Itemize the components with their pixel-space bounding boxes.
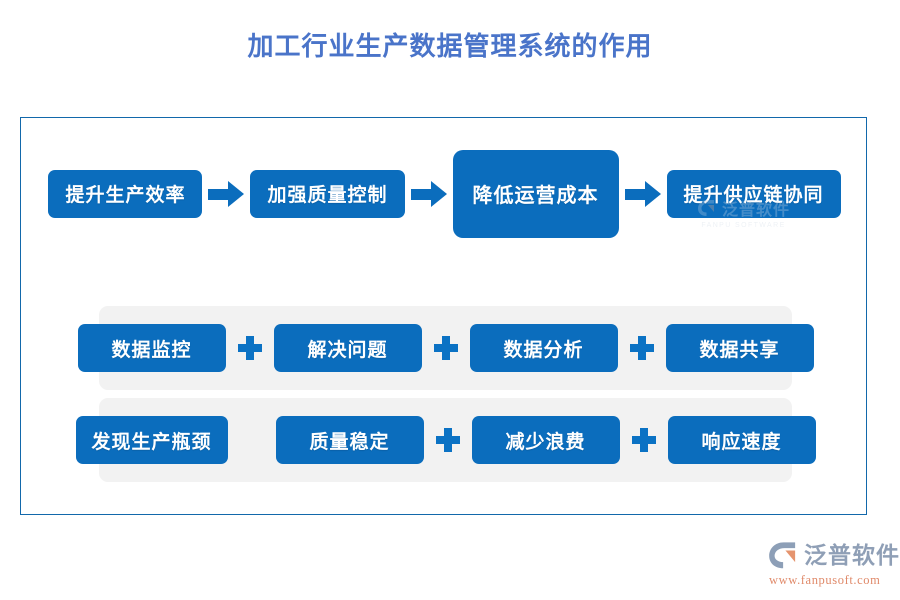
- brand-name-cn: 泛普软件: [804, 543, 900, 568]
- outcome-chip-4[interactable]: 响应速度: [667, 416, 816, 464]
- plus-icon: [433, 425, 463, 455]
- plus-icon: [629, 425, 659, 455]
- fanpu-logo-icon: [769, 542, 796, 569]
- flow-step-1[interactable]: 提升生产效率: [48, 169, 203, 218]
- outcomes-strip: 发现生产瓶颈 质量稳定 减少浪费 响应速度: [75, 398, 816, 482]
- arrow-head: [228, 180, 245, 207]
- outcome-chip-1[interactable]: 发现生产瓶颈: [75, 416, 228, 464]
- brand-logo: 泛普软件 www.fanpusoft.com: [768, 541, 900, 588]
- outcome-chip-2[interactable]: 质量稳定: [275, 416, 424, 464]
- brand-url: www.fanpusoft.com: [769, 573, 881, 587]
- chip-spacer: [228, 440, 276, 441]
- capability-chip-1[interactable]: 数据监控: [77, 324, 226, 372]
- diagram-frame: 提升生产效率 加强质量控制 降低运营成本 提升供应链协同 泛普软件 FANPU …: [20, 117, 867, 515]
- arrow-shaft: [410, 188, 433, 200]
- capability-chip-2[interactable]: 解决问题: [273, 324, 422, 372]
- arrow-shaft: [624, 188, 647, 200]
- outcome-chip-3[interactable]: 减少浪费: [471, 416, 620, 464]
- arrow-head: [644, 180, 661, 207]
- flow-step-2[interactable]: 加强质量控制: [250, 169, 405, 218]
- plus-icon: [627, 333, 657, 363]
- capability-chip-3[interactable]: 数据分析: [469, 324, 618, 372]
- arrow-head: [430, 180, 447, 207]
- flow-step-3[interactable]: 降低运营成本: [452, 149, 619, 238]
- page-title: 加工行业生产数据管理系统的作用: [247, 32, 653, 61]
- arrow-right-icon: [208, 180, 245, 207]
- plus-icon: [431, 333, 461, 363]
- arrow-right-icon: [624, 180, 661, 207]
- arrow-shaft: [208, 188, 231, 200]
- arrow-right-icon: [410, 180, 447, 207]
- plus-icon: [235, 333, 265, 363]
- flow-step-4[interactable]: 提升供应链协同: [666, 169, 841, 218]
- flow-chain-row: 提升生产效率 加强质量控制 降低运营成本 提升供应链协同: [21, 136, 868, 251]
- capabilities-strip: 数据监控 解决问题 数据分析 数据共享: [77, 306, 814, 390]
- capability-chip-4[interactable]: 数据共享: [665, 324, 814, 372]
- brand-logo-row: 泛普软件: [768, 541, 900, 570]
